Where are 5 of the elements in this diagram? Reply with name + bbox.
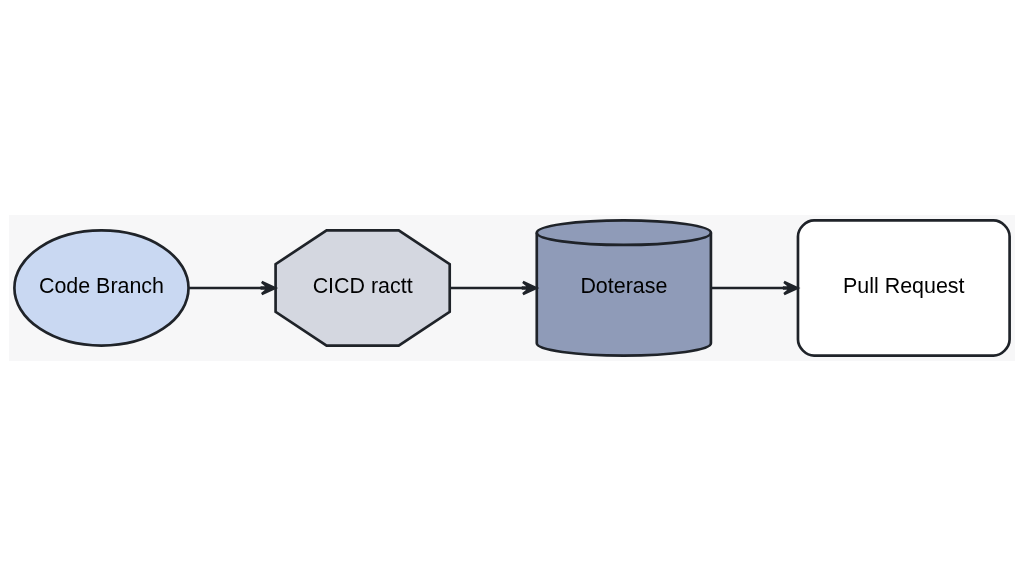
arrow [450, 280, 538, 296]
arrow [188, 280, 277, 296]
node-ellipse: Code Branch [13, 229, 190, 347]
arrow [711, 280, 799, 296]
node-box: Pull Request [796, 219, 1011, 357]
